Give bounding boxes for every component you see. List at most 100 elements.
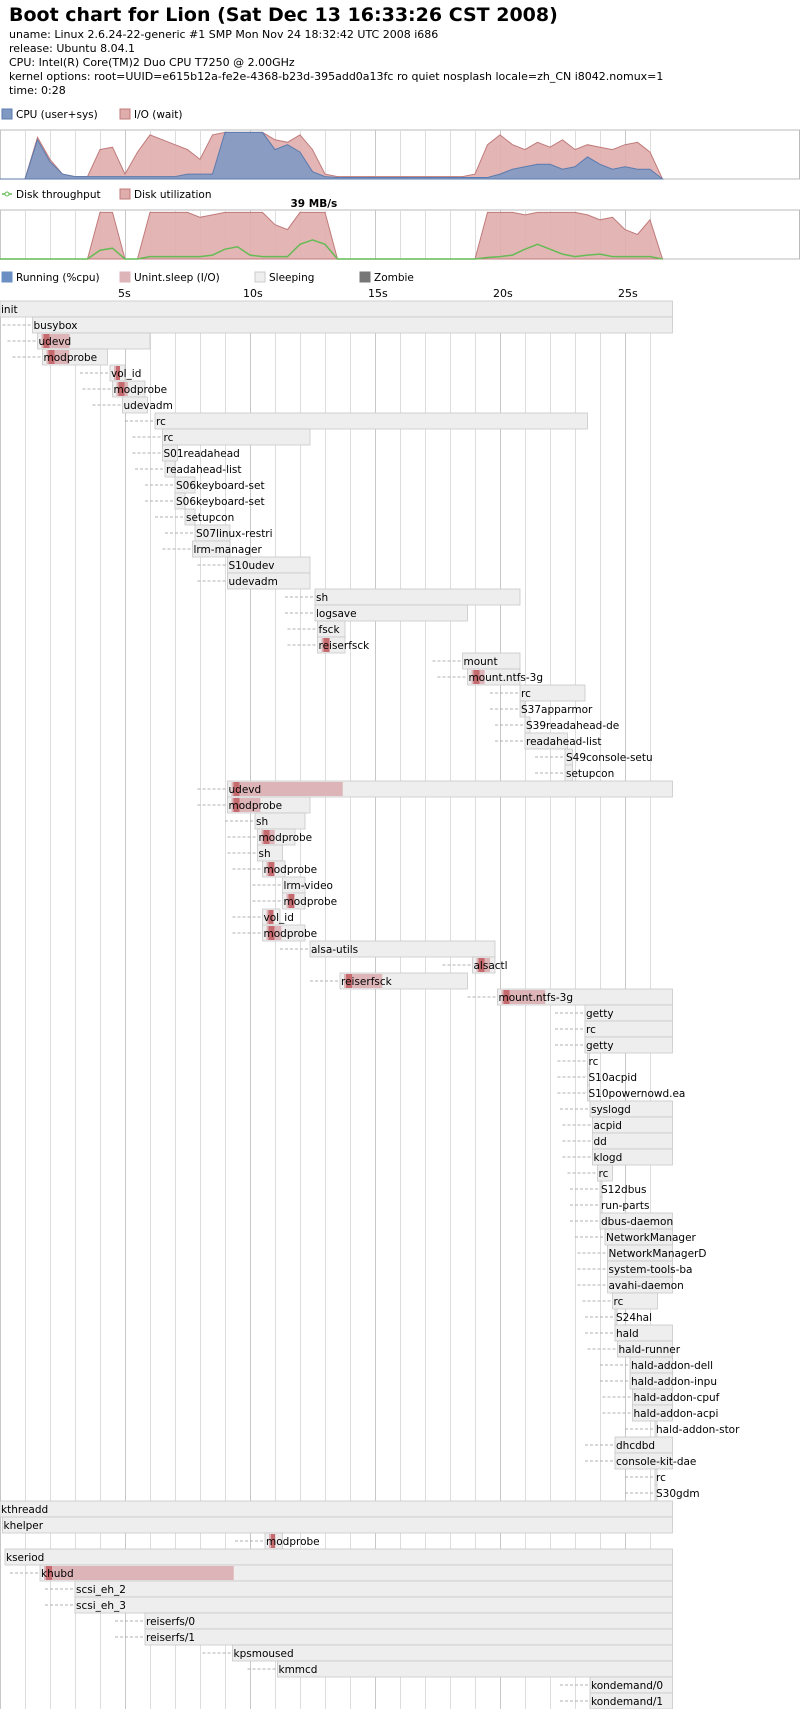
legend-swatch xyxy=(119,188,131,200)
process-bar xyxy=(614,1452,673,1470)
legend-swatch xyxy=(119,108,131,120)
process-bar xyxy=(309,940,496,958)
process-label: lrm-manager xyxy=(194,544,263,556)
process-bar xyxy=(162,428,311,446)
process-bar xyxy=(0,1500,673,1518)
process-bar xyxy=(144,1612,673,1630)
kernel-line: kernel options: root=UUID=e615b12a-fe2e-… xyxy=(9,70,664,83)
process-label: udevadm xyxy=(229,576,278,588)
process-label: S30gdm xyxy=(656,1488,700,1500)
process-label: S49console-setu xyxy=(566,752,653,764)
process-label: scsi_eh_2 xyxy=(76,1584,126,1596)
legend-label: I/O (wait) xyxy=(134,109,183,121)
process-label: kmmcd xyxy=(279,1664,318,1676)
process-label: reiserfsck xyxy=(319,640,371,652)
process-io-segment xyxy=(501,990,546,1004)
process-bar xyxy=(314,604,468,622)
process-label: logsave xyxy=(316,608,357,620)
process-io-segment xyxy=(48,350,55,364)
process-bar xyxy=(164,460,176,478)
process-bar xyxy=(227,572,311,590)
process-label: khelper xyxy=(4,1520,44,1532)
process-io-segment xyxy=(268,910,274,924)
process-bar xyxy=(589,1692,673,1709)
process-label: rc xyxy=(589,1056,599,1068)
process-label: S01readahead xyxy=(164,448,240,460)
process-bar xyxy=(0,300,673,318)
process-label: getty xyxy=(586,1008,614,1020)
process-label: hald-addon-inpu xyxy=(631,1376,717,1388)
legend-swatch xyxy=(1,271,13,283)
process-io-segment xyxy=(233,798,240,812)
chart-header: Boot chart for Lion (Sat Dec 13 16:33:26… xyxy=(9,4,663,98)
process-label: dd xyxy=(594,1136,607,1148)
process-io-segment xyxy=(346,974,352,988)
process-label: reiserfsck xyxy=(341,976,393,988)
process-label: kpsmoused xyxy=(234,1648,294,1660)
process-label: scsi_eh_3 xyxy=(76,1600,126,1612)
process-bar xyxy=(74,1596,673,1614)
process-bar xyxy=(597,1164,613,1182)
legend-label: Sleeping xyxy=(269,272,314,284)
process-label: rc xyxy=(656,1472,666,1484)
chart-title: Boot chart for Lion (Sat Dec 13 16:33:26… xyxy=(9,4,558,26)
legend-swatch xyxy=(1,108,13,120)
process-label: modprobe xyxy=(44,352,98,364)
process-label: run-parts xyxy=(601,1200,649,1212)
process-label: modprobe xyxy=(114,384,168,396)
process-io-segment xyxy=(263,830,270,844)
process-label: udevd xyxy=(39,336,72,348)
process-bar xyxy=(519,684,586,702)
process-label: init xyxy=(1,304,18,316)
process-label: syslogd xyxy=(591,1104,631,1116)
process-label: S06keyboard-set xyxy=(176,480,265,492)
process-bar xyxy=(519,700,526,718)
process-label: rc xyxy=(599,1168,609,1180)
process-label: readahead-list xyxy=(166,464,242,476)
throughput-peak-label: 39 MB/s xyxy=(291,198,338,210)
process-label: hald-addon-stor xyxy=(656,1424,740,1436)
process-label: S06keyboard-set xyxy=(176,496,265,508)
process-io-segment xyxy=(473,670,480,684)
legend-label: CPU (user+sys) xyxy=(16,109,98,121)
legend-swatch xyxy=(4,191,10,197)
process-label: vol_id xyxy=(111,368,141,380)
process-label: khubd xyxy=(41,1568,74,1580)
process-bar xyxy=(192,540,231,558)
process-label: S12dbus xyxy=(601,1184,646,1196)
time-tick-label: 20s xyxy=(493,287,513,300)
process-bar xyxy=(2,1516,673,1534)
process-label: rc xyxy=(586,1024,596,1036)
process-label: reiserfs/1 xyxy=(146,1632,195,1644)
process-label: sh xyxy=(316,592,328,604)
process-label: alsa-utils xyxy=(311,944,358,956)
process-bar xyxy=(632,1404,673,1422)
legend-label: Unint.sleep (I/O) xyxy=(134,272,220,284)
process-label: avahi-daemon xyxy=(609,1280,684,1292)
process-bar xyxy=(584,1020,673,1038)
process-label: sh xyxy=(259,848,271,860)
process-label: modprobe xyxy=(259,832,313,844)
cpu-io-chart: CPU (user+sys) I/O (wait) xyxy=(0,108,800,180)
process-label: modprobe xyxy=(229,800,283,812)
process-bar xyxy=(32,316,673,334)
process-io-segment xyxy=(323,638,330,652)
process-label: rc xyxy=(614,1296,624,1308)
process-bar xyxy=(584,1036,673,1054)
process-io-segment xyxy=(271,1534,276,1548)
process-label: readahead-list xyxy=(526,736,602,748)
process-label: S10acpid xyxy=(589,1072,637,1084)
process-label: S10powernowd.ea xyxy=(589,1088,686,1100)
process-label: vol_id xyxy=(264,912,294,924)
process-label: dhcdbd xyxy=(616,1440,655,1452)
process-label: hald-addon-cpuf xyxy=(634,1392,720,1404)
process-label: modprobe xyxy=(264,928,318,940)
cpu-area xyxy=(0,131,664,180)
process-io-segment xyxy=(503,990,510,1004)
time-tick-label: 25s xyxy=(618,287,638,300)
time-tick-label: 15s xyxy=(368,287,388,300)
process-label: rc xyxy=(521,688,531,700)
process-bar xyxy=(184,508,196,526)
